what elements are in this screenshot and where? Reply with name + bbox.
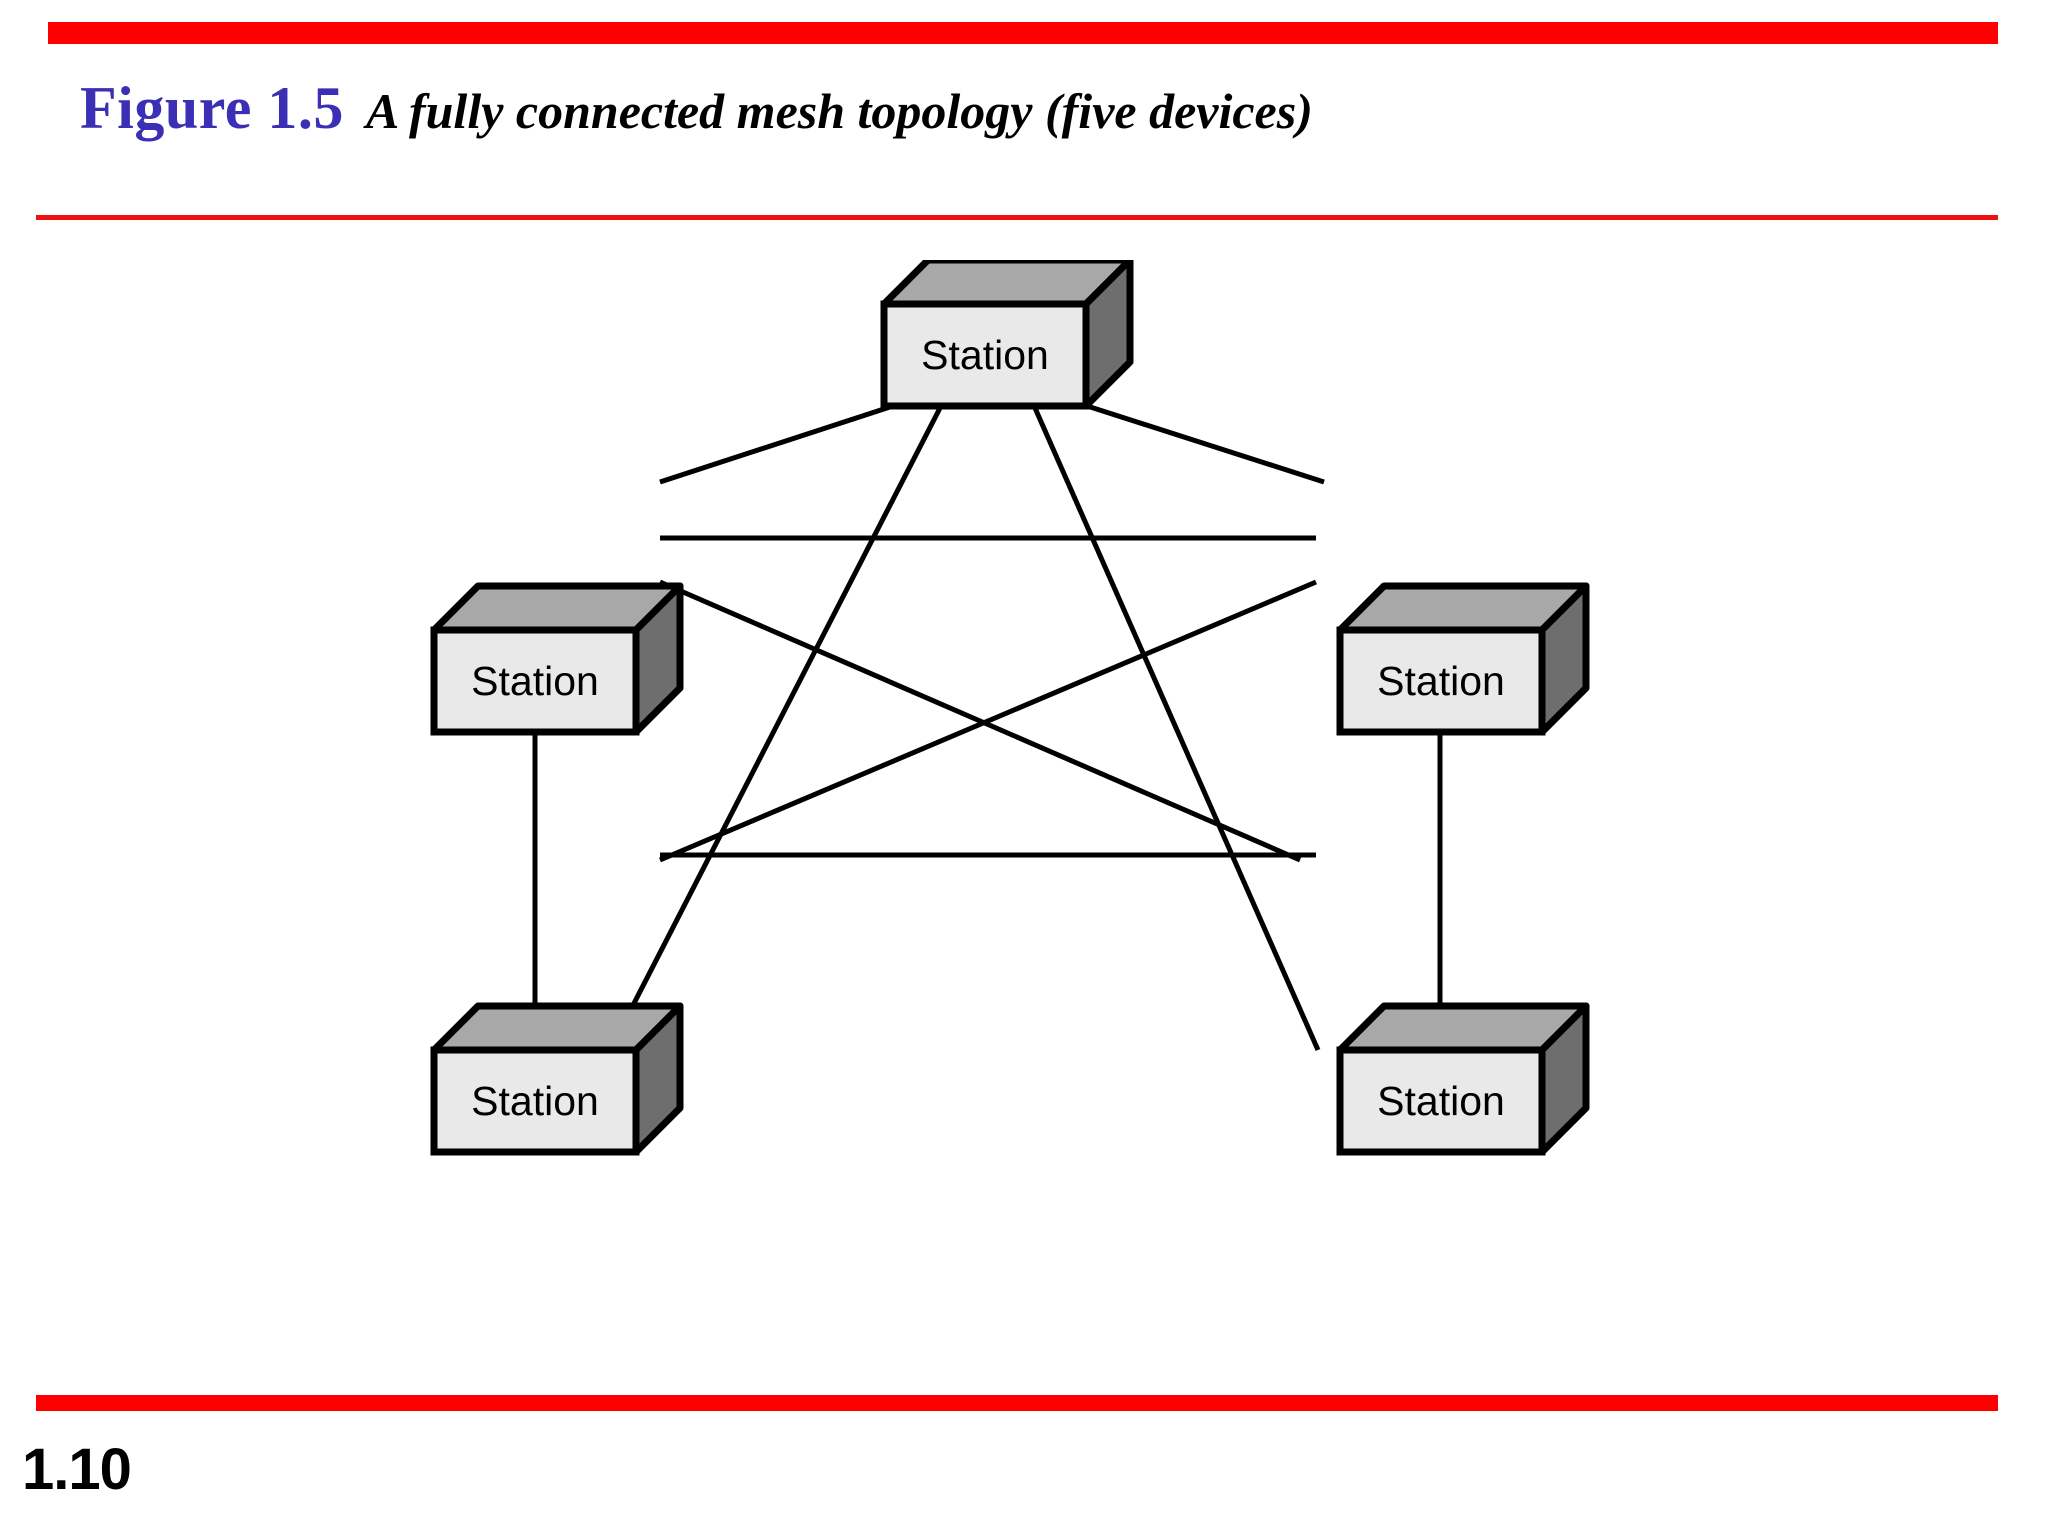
station-label: Station — [1377, 1078, 1505, 1124]
link-top-bottom-left — [607, 406, 943, 1052]
link-right-bottom-left — [659, 579, 1317, 863]
link-top-left — [659, 402, 897, 485]
station-label: Station — [1377, 658, 1505, 704]
station-front-face — [1336, 626, 1546, 736]
link-left-bottom-right — [659, 579, 1301, 863]
figure-number-label: Figure 1.5 — [80, 75, 344, 141]
station-node-right[interactable]: Station — [1336, 582, 1590, 736]
link-group — [532, 402, 1443, 1052]
bottom-red-rule — [36, 1395, 1998, 1411]
figure-caption-text: A fully connected mesh topology (five de… — [365, 83, 1313, 139]
station-label: Station — [921, 332, 1049, 378]
station-label: Station — [471, 1078, 599, 1124]
station-front-face — [880, 300, 1090, 410]
page-number: 1.10 — [22, 1437, 132, 1502]
link-top-right — [1083, 402, 1325, 485]
station-node-left[interactable]: Station — [430, 582, 684, 736]
station-front-face — [1336, 1046, 1546, 1156]
station-front-face — [430, 626, 640, 736]
station-node-bottom-left[interactable]: Station — [430, 1002, 684, 1156]
station-label: Station — [471, 658, 599, 704]
figure-title: Figure 1.5 A fully connected mesh topolog… — [80, 78, 1313, 138]
title-underline-rule — [36, 215, 1998, 220]
link-top-bottom-right — [1032, 406, 1321, 1052]
station-front-face — [430, 1046, 640, 1156]
top-red-rule — [48, 22, 1998, 44]
station-node-bottom-right[interactable]: Station — [1336, 1002, 1590, 1156]
mesh-topology-diagram: Station Station Station Station — [430, 260, 1590, 1156]
station-node-top[interactable]: Station — [880, 260, 1134, 410]
